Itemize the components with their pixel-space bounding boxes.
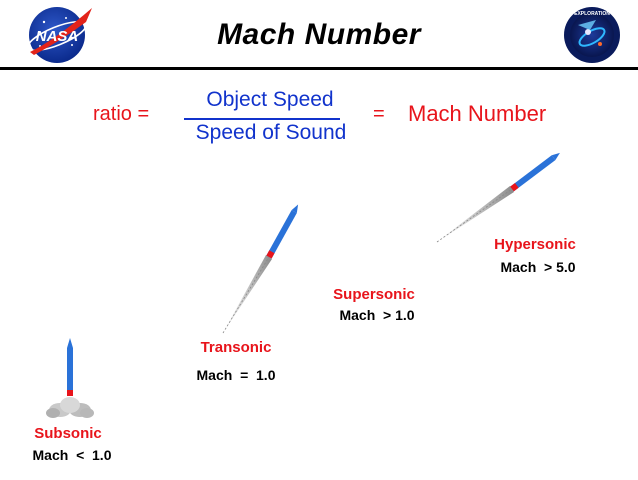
supersonic-label: Supersonic [333, 286, 415, 303]
formula-denominator: Speed of Sound [195, 121, 347, 144]
exploration-logo-text: EXPLORATION [574, 11, 610, 17]
supersonic-condition: Mach > 1.0 [339, 307, 414, 323]
transonic-rocket-icon [222, 204, 299, 334]
transonic-condition: Mach = 1.0 [197, 367, 276, 383]
nasa-logo-text: NASA [36, 28, 79, 45]
formula-result: Mach Number [408, 101, 547, 126]
formula-numerator: Object Speed [206, 88, 334, 111]
ratio-label: ratio = [93, 103, 150, 125]
transonic-label: Transonic [201, 339, 272, 356]
hypersonic-condition: Mach > 5.0 [500, 259, 575, 275]
subsonic-rocket-icon [46, 338, 94, 418]
equals-sign: = [373, 103, 385, 125]
subsonic-label: Subsonic [34, 425, 102, 442]
hypersonic-label: Hypersonic [494, 236, 576, 253]
subsonic-condition: Mach < 1.0 [33, 447, 112, 463]
fraction-bar [184, 118, 340, 120]
header-divider [0, 67, 638, 70]
page-title: Mach Number [217, 18, 421, 51]
hypersonic-rocket-icon [436, 152, 560, 243]
